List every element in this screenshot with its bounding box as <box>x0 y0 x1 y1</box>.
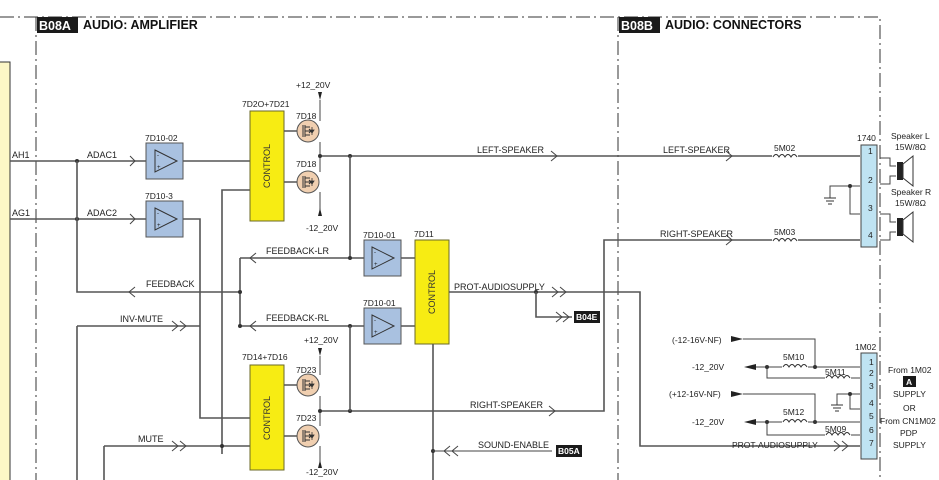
net-inv-mute: INV-MUTE <box>120 314 163 324</box>
svg-text:SUPPLY: SUPPLY <box>893 440 926 450</box>
rail-neg-1: -12_20V <box>306 223 338 233</box>
connector-1m02-ref: 1M02 <box>855 342 877 352</box>
frame-top <box>0 16 881 480</box>
speaker-r-coil <box>897 218 903 236</box>
inductor-5m02: 5M02 <box>774 143 796 153</box>
connector-1740-pins: 1 2 3 4 <box>868 146 873 240</box>
svg-text:3: 3 <box>869 381 874 391</box>
svg-text:SUPPLY: SUPPLY <box>893 389 926 399</box>
section-title-amplifier: AUDIO: AMPLIFIER <box>83 18 198 32</box>
net-left-speaker-2: LEFT-SPEAKER <box>663 145 731 155</box>
control-block-3 <box>249 364 285 471</box>
rail-pos-2: +12_20V <box>304 335 339 345</box>
control-ref-2: 7D11 <box>414 229 434 239</box>
control-label-1: CONTROL <box>262 144 272 188</box>
offpage-b04e-text: B04E <box>576 312 598 322</box>
offpage-b04e[interactable] <box>574 311 600 323</box>
svg-text:6: 6 <box>869 425 874 435</box>
rail-pos-1: +12_20V <box>296 80 331 90</box>
amp-ref-1: 7D10-02 <box>145 133 178 143</box>
amp-ref-4: 7D10-01 <box>363 298 396 308</box>
svg-text:5: 5 <box>869 411 874 421</box>
rail-neg-4: -12_20V <box>692 417 724 427</box>
wire-prot-audiosupply <box>449 291 860 447</box>
control-block-1 <box>249 110 285 222</box>
rail-neg-3: -12_20V <box>692 362 724 372</box>
net-adac2: ADAC2 <box>87 208 117 218</box>
input-ah1: AH1 <box>12 150 30 160</box>
svg-text:A: A <box>906 377 912 387</box>
inductor-5m10: 5M10 <box>783 352 805 362</box>
speaker-l-spec: 15W/8Ω <box>895 142 926 152</box>
connector-1m02-pins: 1 2 3 4 5 6 7 <box>869 357 874 448</box>
offpage-b05a[interactable] <box>556 445 582 457</box>
svg-text:2: 2 <box>869 368 874 378</box>
inductor-5m12: 5M12 <box>783 407 805 417</box>
speaker-r-label: Speaker R <box>891 187 931 197</box>
offpage-a <box>903 376 916 387</box>
svg-text:From CN1M02: From CN1M02 <box>880 416 936 426</box>
section-tag-b08b-text: B08B <box>621 19 653 33</box>
arrow-adac <box>129 155 136 225</box>
speaker-l-coil <box>897 162 903 180</box>
input-ag1: AG1 <box>12 208 30 218</box>
svg-text:From 1M02: From 1M02 <box>888 365 932 375</box>
svg-text:OR: OR <box>903 403 916 413</box>
svg-text:7: 7 <box>869 438 874 448</box>
connector-1740-ref: 1740 <box>857 133 876 143</box>
inductor-5m11: 5M11 <box>825 367 846 377</box>
fet-ref-2: 7D18 <box>296 159 317 169</box>
fet-ref-3: 7D23 <box>296 365 317 375</box>
svg-text:3: 3 <box>868 203 873 213</box>
offpage-b05a-text: B05A <box>558 446 580 456</box>
net-feedback-lr: FEEDBACK-LR <box>266 246 330 256</box>
svg-text:1: 1 <box>869 357 874 367</box>
supply-note: From 1M02 A SUPPLY OR From CN1M02 PDP SU… <box>880 365 936 450</box>
net-right-speaker-2: RIGHT-SPEAKER <box>660 229 734 239</box>
connector-1740 <box>860 144 878 248</box>
speaker-r-icon <box>902 210 914 244</box>
rail-neg-2: -12_20V <box>306 467 338 477</box>
svg-text:PDP: PDP <box>900 428 918 438</box>
amp-ref-2: 7D10-3 <box>145 191 173 201</box>
amplifier-7d10-01-a <box>363 239 402 277</box>
wire-feedback <box>76 161 240 293</box>
supply-nf-neg: (-12-16V-NF) <box>672 335 722 345</box>
control-label-2: CONTROL <box>427 270 437 314</box>
speaker-r-spec: 15W/8Ω <box>895 198 926 208</box>
section-title-connectors: AUDIO: CONNECTORS <box>665 18 802 32</box>
fet-ref-4: 7D23 <box>296 413 317 423</box>
inductor-5m03: 5M03 <box>774 227 796 237</box>
speaker-l-label: Speaker L <box>891 131 930 141</box>
net-prot-audiosupply: PROT-AUDIOSUPPLY <box>454 282 545 292</box>
net-feedback-rl: FEEDBACK-RL <box>266 313 329 323</box>
inductor-5m09: 5M09 <box>825 424 847 434</box>
net-left-speaker: LEFT-SPEAKER <box>477 145 545 155</box>
svg-text:2: 2 <box>868 175 873 185</box>
net-feedback: FEEDBACK <box>146 279 195 289</box>
net-sound-enable: SOUND-ENABLE <box>478 440 549 450</box>
amp-ref-3: 7D10-01 <box>363 230 396 240</box>
net-mute: MUTE <box>138 434 164 444</box>
connector-1m02 <box>860 352 878 460</box>
section-tag-b08b <box>619 17 660 33</box>
svg-text:4: 4 <box>869 398 874 408</box>
control-ref-3: 7D14+7D16 <box>242 352 288 362</box>
svg-text:1: 1 <box>868 146 873 156</box>
svg-text:4: 4 <box>868 230 873 240</box>
control-label-3: CONTROL <box>262 396 272 440</box>
net-right-speaker: RIGHT-SPEAKER <box>470 400 544 410</box>
net-prot-audiosupply-2: PROT-AUDIOSUPPLY <box>732 440 818 450</box>
supply-nf-pos: (+12-16V-NF) <box>669 389 721 399</box>
control-ref-1: 7D2O+7D21 <box>242 99 290 109</box>
net-adac1: ADAC1 <box>87 150 117 160</box>
section-tag-b08a-text: B08A <box>39 19 71 33</box>
amplifier-7d10-01-b <box>363 307 402 345</box>
input-module <box>0 61 11 480</box>
section-tag-b08a <box>37 17 78 33</box>
fet-ref-1: 7D18 <box>296 111 317 121</box>
speaker-l-icon <box>902 154 914 188</box>
